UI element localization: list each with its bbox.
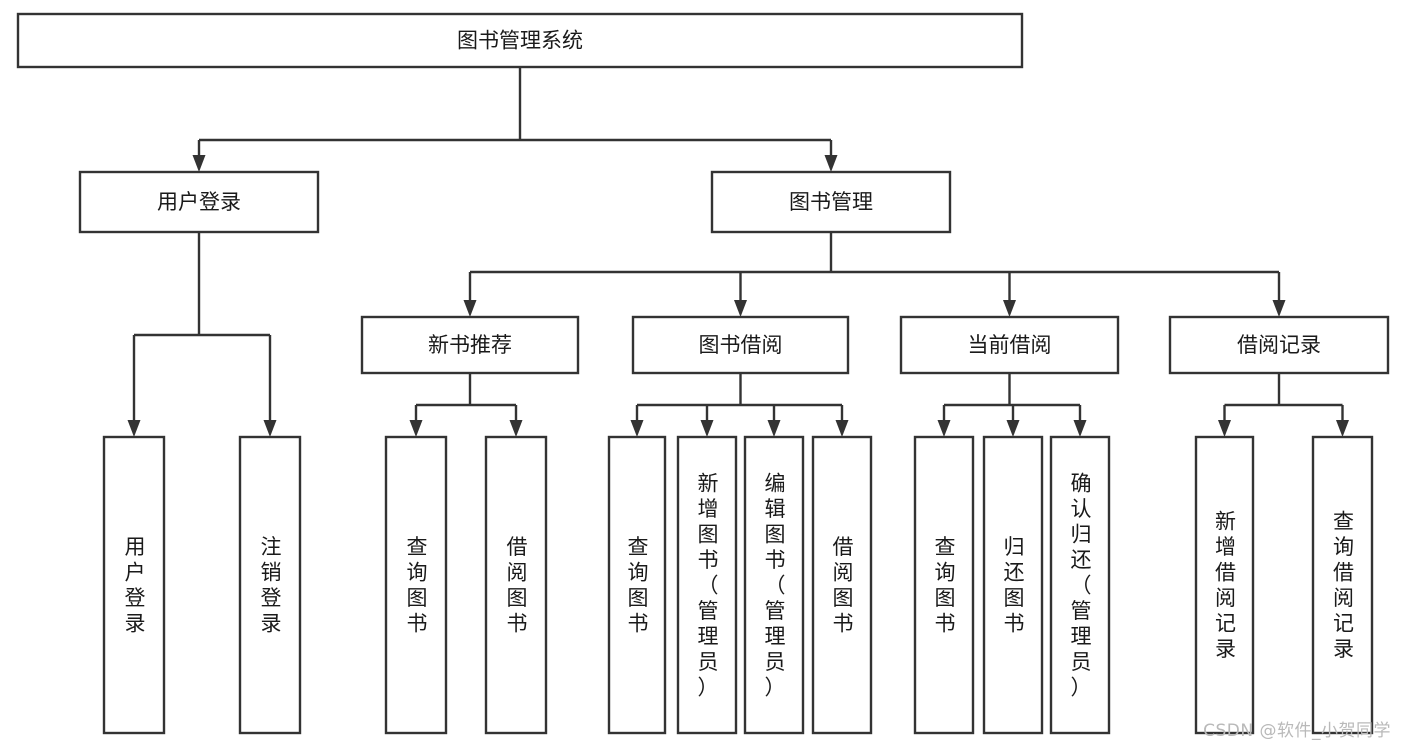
- node-box: [710, 170, 952, 234]
- node-label: 新书推荐: [428, 333, 512, 357]
- arrow-head-icon: [463, 300, 477, 317]
- node-label: 借阅图书: [833, 535, 854, 636]
- node-leaf-query-book-borrow[interactable]: 查询图书: [607, 435, 667, 735]
- arrow-head-icon: [767, 420, 781, 437]
- node-leaf-query-book-rec[interactable]: 查询图书: [384, 435, 448, 735]
- node-borrow-record[interactable]: 借阅记录: [1168, 315, 1390, 375]
- node-leaf-user-login[interactable]: 用户登录: [102, 435, 166, 735]
- node-user-login[interactable]: 用户登录: [78, 170, 320, 234]
- node-leaf-borrow-book[interactable]: 借阅图书: [811, 435, 873, 735]
- node-new-book-recommend[interactable]: 新书推荐: [360, 315, 580, 375]
- node-box: [1311, 435, 1374, 735]
- node-box: [238, 435, 302, 735]
- node-leaf-borrow-book-rec[interactable]: 借阅图书: [484, 435, 548, 735]
- node-box: [899, 315, 1120, 375]
- node-label: 图书借阅: [699, 333, 783, 357]
- arrow-head-icon: [409, 420, 423, 437]
- node-label: 查询图书: [935, 535, 956, 636]
- node-box: [676, 435, 738, 735]
- connector-layer: [127, 67, 1349, 437]
- arrow-head-icon: [192, 155, 206, 172]
- node-label: 归还图书: [1004, 535, 1025, 636]
- arrow-head-icon: [1006, 420, 1020, 437]
- node-box: [78, 170, 320, 234]
- arrow-head-icon: [1073, 420, 1087, 437]
- node-label: 确认归还（管理员）: [1071, 471, 1092, 699]
- node-box: [607, 435, 667, 735]
- node-box: [982, 435, 1044, 735]
- node-label: 图书管理: [789, 190, 873, 214]
- node-box: [631, 315, 850, 375]
- node-layer: 图书管理系统用户登录图书管理新书推荐图书借阅当前借阅借阅记录用户登录注销登录查询…: [16, 12, 1390, 735]
- node-box: [16, 12, 1024, 69]
- node-label: 注销登录: [261, 535, 282, 636]
- arrow-head-icon: [1272, 300, 1286, 317]
- arrow-head-icon: [835, 420, 849, 437]
- node-label: 新增图书（管理员）: [698, 471, 719, 699]
- node-leaf-query-book-cur[interactable]: 查询图书: [913, 435, 975, 735]
- node-box: [360, 315, 580, 375]
- node-label: 当前借阅: [968, 333, 1052, 357]
- arrow-head-icon: [263, 420, 277, 437]
- node-box: [913, 435, 975, 735]
- node-label: 查询图书: [407, 535, 428, 636]
- arrow-head-icon: [824, 155, 838, 172]
- node-box: [1194, 435, 1255, 735]
- arrow-head-icon: [937, 420, 951, 437]
- node-label: 新增借阅记录: [1215, 510, 1236, 662]
- csdn-watermark: CSDN @软件_小贺同学: [1203, 721, 1391, 741]
- node-leaf-confirm-return[interactable]: 确认归还（管理员）: [1049, 435, 1111, 735]
- node-label: 编辑图书（管理员）: [765, 471, 786, 699]
- node-leaf-edit-book[interactable]: 编辑图书（管理员）: [743, 435, 805, 735]
- arrow-head-icon: [630, 420, 644, 437]
- arrow-head-icon: [509, 420, 523, 437]
- node-box: [811, 435, 873, 735]
- node-box: [743, 435, 805, 735]
- node-box: [384, 435, 448, 735]
- node-leaf-query-record[interactable]: 查询借阅记录: [1311, 435, 1374, 735]
- node-current-borrow[interactable]: 当前借阅: [899, 315, 1120, 375]
- node-book-borrow[interactable]: 图书借阅: [631, 315, 850, 375]
- node-label: 图书管理系统: [457, 29, 583, 53]
- arrow-head-icon: [1336, 420, 1349, 437]
- node-root[interactable]: 图书管理系统: [16, 12, 1024, 69]
- node-leaf-add-record[interactable]: 新增借阅记录: [1194, 435, 1255, 735]
- arrow-head-icon: [734, 300, 747, 317]
- node-label: 查询图书: [628, 535, 649, 636]
- node-leaf-logout[interactable]: 注销登录: [238, 435, 302, 735]
- node-leaf-add-book[interactable]: 新增图书（管理员）: [676, 435, 738, 735]
- node-label: 用户登录: [157, 190, 241, 214]
- node-box: [484, 435, 548, 735]
- arrow-head-icon: [700, 420, 714, 437]
- node-label: 借阅记录: [1237, 333, 1321, 357]
- arrow-head-icon: [127, 420, 141, 437]
- arrow-head-icon: [1003, 300, 1016, 317]
- node-label: 借阅图书: [507, 535, 528, 636]
- node-box: [102, 435, 166, 735]
- node-label: 用户登录: [125, 535, 146, 636]
- node-leaf-return-book[interactable]: 归还图书: [982, 435, 1044, 735]
- node-label: 查询借阅记录: [1333, 510, 1354, 662]
- node-box: [1168, 315, 1390, 375]
- node-book-manage[interactable]: 图书管理: [710, 170, 952, 234]
- arrow-head-icon: [1218, 420, 1231, 437]
- node-box: [1049, 435, 1111, 735]
